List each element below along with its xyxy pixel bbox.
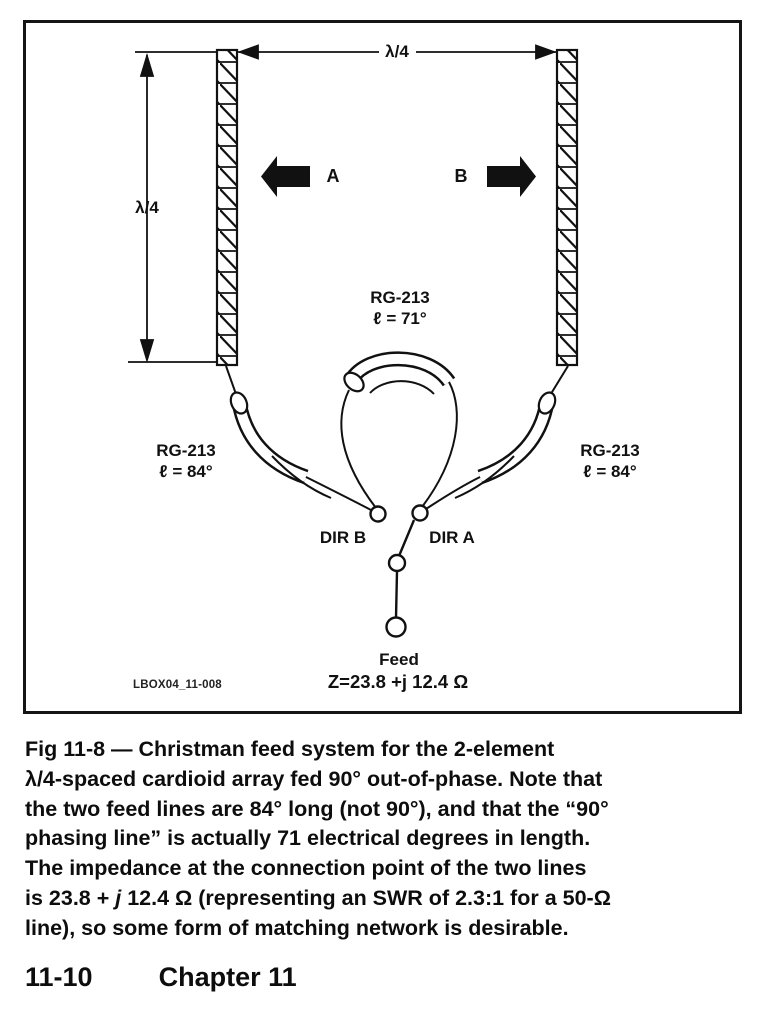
dimension-lines <box>128 44 557 364</box>
terminal-dir-a <box>411 504 429 522</box>
label-arrow-b: B <box>454 166 468 186</box>
switch-pole <box>387 553 407 573</box>
feed-wire <box>394 570 399 619</box>
terminal-dir-b <box>369 505 387 523</box>
label-feedline-right-name: RG-213 <box>580 441 640 460</box>
switch-assembly <box>369 504 429 638</box>
cable-end-right <box>537 391 557 415</box>
page-footer: 11-10 Chapter 11 <box>25 962 297 993</box>
dim-arrow-down <box>139 339 155 364</box>
feedline-right-cable <box>425 365 569 510</box>
label-arrow-a: A <box>326 166 340 186</box>
element-a <box>215 48 239 367</box>
page-number: 11-10 <box>25 962 93 992</box>
label-spacing-top: λ/4 <box>385 42 409 61</box>
caption-line: phasing line” is actually 71 electrical … <box>25 826 591 851</box>
figure-caption: Fig 11-8 — Christman feed system for the… <box>25 735 749 944</box>
label-feedline-right-length: ℓ = 84° <box>583 462 637 481</box>
label-feedline-left-name: RG-213 <box>156 441 216 460</box>
caption-line: The impedance at the connection point of… <box>25 856 587 881</box>
caption-line: the two feed lines are 84° long (not 90°… <box>25 796 609 821</box>
label-feedline-right: RG-213 ℓ = 84° <box>580 440 640 482</box>
caption-line: λ/4-spaced cardioid array fed 90° out-of… <box>25 766 603 791</box>
antenna-feed-diagram <box>128 44 579 638</box>
caption-line: is 23.8 + j 12.4 Ω (representing an SWR … <box>25 885 611 910</box>
chapter-title: Chapter 11 <box>158 962 297 992</box>
element-b <box>555 48 579 367</box>
label-phasing-line: RG-213 ℓ = 71° <box>370 287 430 329</box>
cable-end-phasing <box>343 371 365 393</box>
label-phasing-line-length: ℓ = 71° <box>373 309 427 328</box>
dim-arrow-left <box>237 44 259 60</box>
dim-arrow-up <box>139 52 155 77</box>
switch-arm <box>397 519 416 557</box>
direction-arrow-b <box>487 156 536 197</box>
label-feed: Feed <box>379 650 419 669</box>
label-phasing-line-name: RG-213 <box>370 288 430 307</box>
label-dir-a: DIR A <box>429 528 475 547</box>
feed-point <box>385 616 407 638</box>
caption-line: line), so some form of matching network … <box>25 915 569 940</box>
label-feed-impedance: Z=23.8 +j 12.4 Ω <box>327 671 469 692</box>
caption-line: Fig 11-8 — Christman feed system for the… <box>25 737 555 761</box>
dim-arrow-right <box>535 44 557 60</box>
direction-arrow-a <box>261 156 310 197</box>
cable-end-left <box>229 391 249 415</box>
phasing-line-cable <box>340 351 458 509</box>
figure-id-text: LBOX04_11-008 <box>133 679 222 691</box>
feedline-left-cable <box>225 365 372 511</box>
label-feedline-left: RG-213 ℓ = 84° <box>156 440 216 482</box>
label-feedline-left-length: ℓ = 84° <box>159 462 213 481</box>
label-dir-b: DIR B <box>319 528 367 547</box>
label-height-left: λ/4 <box>135 198 159 217</box>
